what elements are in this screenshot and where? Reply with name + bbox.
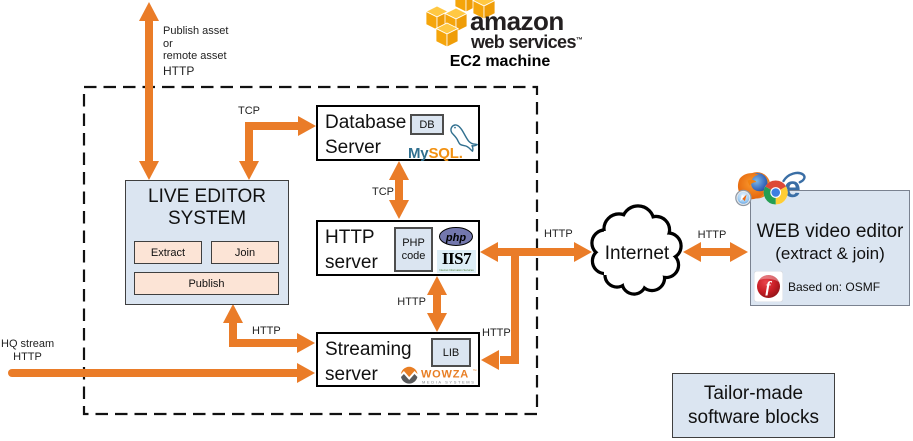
hq-stream-line2: HTTP	[13, 351, 42, 363]
browser-icons: e	[735, 171, 806, 207]
arrow-http-http-streaming	[427, 276, 447, 332]
mysql-dolphin-icon	[450, 124, 478, 152]
streaming-server-box: Streaming server LIB WOWZA ™ MEDIA SYSTE…	[316, 332, 480, 387]
aws-cubes-icon	[425, 0, 496, 48]
arrow-tcp-editor-db	[239, 116, 316, 180]
tcp-label-editor-db: TCP	[238, 105, 260, 117]
hq-stream-label: HQ stream HTTP	[1, 338, 54, 364]
flash-player-icon: f	[754, 271, 783, 302]
ec2-machine-label: EC2 machine	[449, 53, 551, 70]
aws-brand-subtext: web services™	[471, 32, 583, 52]
http-label-http-streaming: HTTP	[397, 296, 426, 308]
http-label-editor-streaming: HTTP	[252, 325, 281, 337]
http-server-box: HTTP server PHP code php IIS7 Internet I…	[316, 220, 480, 276]
internet-cloud: Internet	[590, 204, 683, 296]
database-server-box: Database Server DB MySQL.	[316, 105, 480, 162]
wowza-subtext: MEDIA SYSTEMS	[422, 380, 475, 385]
arrow-tcp-db-http	[389, 161, 409, 219]
ie-icon: e	[782, 171, 806, 204]
streaming-server-title: Streaming server	[325, 339, 412, 385]
chrome-icon	[763, 180, 788, 205]
arrow-branch-streaming	[481, 250, 519, 370]
publish-block: Publish	[134, 272, 279, 295]
mysql-wordmark: MySQL.	[408, 145, 463, 162]
publish-asset-label: Publish asset or remote asset HTTP	[163, 25, 228, 77]
http-label-internet-editor: HTTP	[697, 229, 727, 241]
db-chip-label: DB	[419, 118, 435, 131]
ie-letter: e	[784, 171, 801, 204]
http-label-right-branch: HTTP	[482, 327, 511, 339]
iis7-logo-subtext: Internet Information Services	[439, 268, 474, 272]
flash-letter: f	[765, 279, 772, 296]
publish-asset-http: HTTP	[163, 63, 195, 78]
http-label-server-internet: HTTP	[544, 228, 573, 240]
lib-chip-label: LIB	[442, 346, 460, 359]
internet-label: Internet	[605, 243, 670, 264]
iis7-logo: IIS7 Internet Information Services	[437, 250, 476, 273]
database-server-title: Database Server	[325, 112, 407, 158]
web-video-editor-box: WEB video editor (extract & join) f Base…	[750, 190, 910, 306]
publish-asset-line1: Publish asset	[163, 25, 229, 37]
wowza-icon	[400, 366, 418, 384]
aws-brand-text: amazon	[470, 6, 564, 36]
tailor-made-box: Tailor-made software blocks	[672, 373, 835, 438]
arrow-http-server-internet	[480, 242, 592, 262]
join-label: Join	[234, 246, 256, 259]
aws-trademark: ™	[575, 37, 583, 44]
php-logo: php	[439, 227, 473, 246]
tailor-made-line1: Tailor-made	[703, 382, 804, 404]
lib-chip: LIB	[431, 338, 471, 367]
aws-logo-block: amazon web services™ EC2 machine	[420, 0, 583, 72]
arrow-hq-stream	[8, 363, 315, 383]
tcp-label-db-http: TCP	[372, 186, 394, 198]
safari-icon	[735, 189, 752, 207]
php-code-chip: PHP code	[394, 227, 433, 272]
live-editor-system-box: LIVE EDITOR SYSTEM Extract Join Publish	[125, 180, 289, 305]
php-logo-text: php	[445, 232, 466, 244]
publish-asset-line3: remote asset	[163, 50, 227, 62]
wowza-logo: WOWZA ™ MEDIA SYSTEMS	[400, 366, 477, 385]
arrow-publish-asset	[139, 2, 159, 180]
publish-label: Publish	[188, 277, 225, 290]
aws-web-services-text: web services	[471, 32, 576, 52]
arrows-group	[8, 2, 748, 383]
publish-asset-line2: or	[163, 37, 173, 50]
iis7-logo-text: IIS7	[441, 249, 472, 268]
http-server-title: HTTP server	[325, 227, 378, 273]
mysql-logo: MySQL.	[408, 124, 478, 162]
db-chip: DB	[410, 114, 444, 135]
join-block: Join	[211, 241, 279, 264]
wowza-wordmark: WOWZA	[421, 369, 469, 381]
extract-block: Extract	[134, 241, 202, 264]
extract-label: Extract	[150, 246, 186, 259]
arrow-internet-editor	[683, 242, 748, 262]
live-editor-title: LIVE EDITOR SYSTEM	[148, 186, 266, 229]
wowza-trademark: ™	[473, 368, 477, 373]
arrow-http-editor-streaming	[223, 304, 315, 353]
based-on-osmf-label: Based on: OSMF	[788, 280, 881, 294]
web-video-editor-title: WEB video editor	[756, 221, 904, 242]
hq-stream-line1: HQ stream	[1, 338, 55, 350]
php-code-chip-label: PHP code	[401, 236, 426, 262]
web-video-editor-subtitle: (extract & join)	[775, 244, 885, 263]
tailor-made-line2: software blocks	[688, 406, 819, 428]
